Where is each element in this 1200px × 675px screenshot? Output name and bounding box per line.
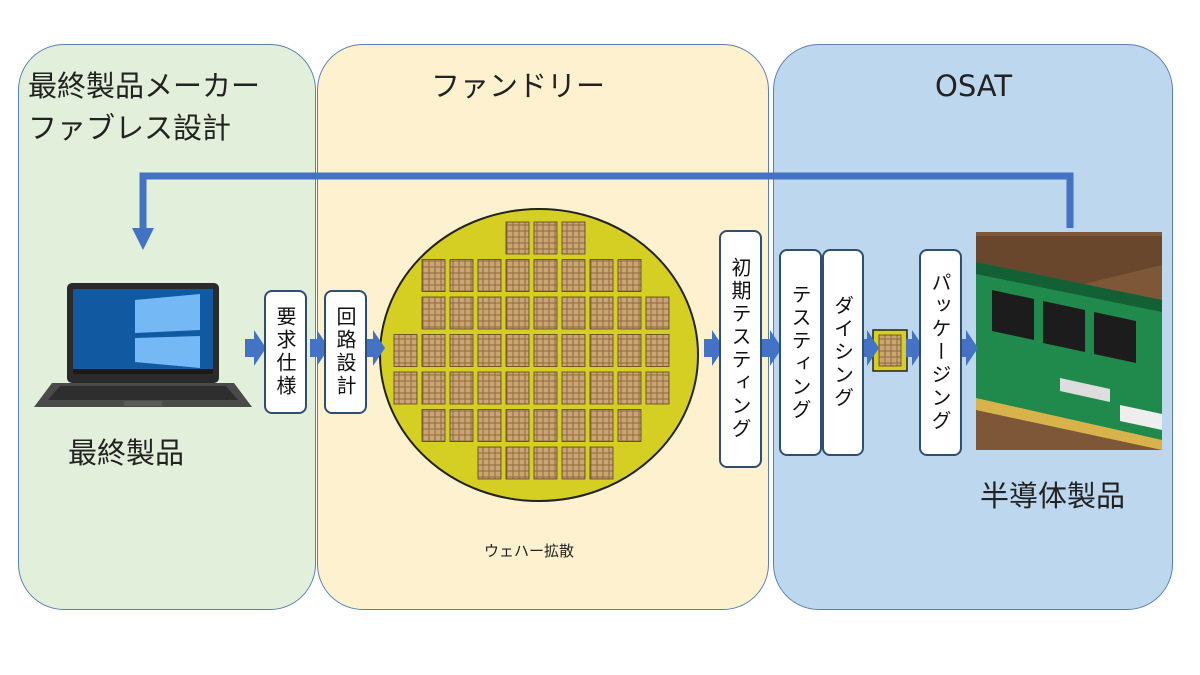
- wafer-die: [421, 296, 446, 330]
- wafer-die: [477, 259, 502, 292]
- wafer-die: [421, 334, 446, 367]
- wafer-die: [561, 334, 586, 367]
- wafer-die: [617, 259, 642, 292]
- wafer-die: [533, 334, 558, 367]
- wafer-die: [477, 334, 502, 367]
- foundry-title: ファンドリー: [431, 69, 606, 103]
- step-packaging: パッケージング: [919, 249, 962, 456]
- wafer-die: [505, 334, 530, 367]
- wafer-die: [533, 409, 558, 442]
- wafer-die: [561, 446, 586, 480]
- wafer-die: [477, 409, 502, 442]
- arrow-design-to-wafer: [366, 330, 385, 366]
- wafer-die: [533, 446, 558, 480]
- wafer: [379, 208, 699, 502]
- wafer-die: [589, 296, 614, 330]
- wafer-die: [533, 296, 558, 330]
- arrow-requirements-to-design: [310, 330, 329, 366]
- wafer-die: [589, 371, 614, 405]
- wafer-die: [561, 296, 586, 330]
- wafer-die: [477, 371, 502, 405]
- wafer-die: [589, 446, 614, 480]
- wafer-die: [449, 259, 474, 292]
- wafer-die: [505, 221, 530, 255]
- feedback-arrowhead: [132, 228, 154, 250]
- wafer-die: [533, 221, 558, 255]
- wafer-diffusion-label: ウェハー拡散: [484, 542, 575, 560]
- wafer-die: [617, 371, 642, 405]
- wafer-die: [393, 334, 418, 367]
- wafer-die: [589, 334, 614, 367]
- wafer-die: [561, 221, 586, 255]
- diced-die: [878, 334, 902, 367]
- osat-title: OSAT: [935, 69, 1013, 103]
- wafer-die: [645, 334, 670, 367]
- laptop-icon: [34, 283, 252, 407]
- arrow-dicing-to-die: [862, 330, 879, 366]
- wafer-die: [561, 409, 586, 442]
- wafer-die: [449, 296, 474, 330]
- step-dicing: ダイシング: [822, 249, 864, 456]
- flow-arrows: [245, 330, 978, 366]
- memory-module-image: [976, 232, 1162, 450]
- wafer-die: [421, 409, 446, 442]
- wafer-die: [645, 371, 670, 405]
- step-testing: テスティング: [779, 249, 822, 456]
- wafer-die: [617, 296, 642, 330]
- end-product-label: 最終製品: [68, 436, 185, 470]
- wafer-die: [449, 371, 474, 405]
- wafer-die: [533, 259, 558, 292]
- wafer-die: [505, 259, 530, 292]
- wafer-die: [589, 259, 614, 292]
- wafer-die: [505, 409, 530, 442]
- wafer-die: [617, 334, 642, 367]
- arrow-laptop-to-requirements: [245, 330, 266, 366]
- arrow-die-to-packaging: [906, 330, 924, 366]
- wafer-die: [505, 446, 530, 480]
- wafer-die: [505, 371, 530, 405]
- wafer-die: [393, 371, 418, 405]
- wafer-die: [561, 259, 586, 292]
- feedback-line: [139, 172, 1074, 232]
- step-initial-testing: 初期テスティング: [719, 230, 762, 468]
- semiconductor-product-label: 半導体製品: [980, 479, 1126, 513]
- wafer-die: [589, 409, 614, 442]
- wafer-die: [617, 409, 642, 442]
- step-circuit-design: 回路設計: [324, 290, 367, 414]
- wafer-die: [421, 371, 446, 405]
- wafer-die: [421, 259, 446, 292]
- wafer-die: [449, 409, 474, 442]
- arrow-wafer-to-initial-testing: [704, 330, 724, 366]
- wafer-die: [477, 296, 502, 330]
- wafer-die: [645, 296, 670, 330]
- wafer-die: [533, 371, 558, 405]
- arrow-initial-testing-to-testing: [762, 330, 782, 366]
- maker-title-line2: ファブレス設計: [28, 111, 232, 145]
- wafer-die: [561, 371, 586, 405]
- wafer-die: [449, 334, 474, 367]
- step-requirements: 要求仕様: [264, 290, 307, 414]
- maker-title-line1: 最終製品メーカー: [28, 69, 261, 103]
- wafer-die: [505, 296, 530, 330]
- wafer-die: [477, 446, 502, 480]
- arrow-packaging-to-product: [958, 330, 978, 366]
